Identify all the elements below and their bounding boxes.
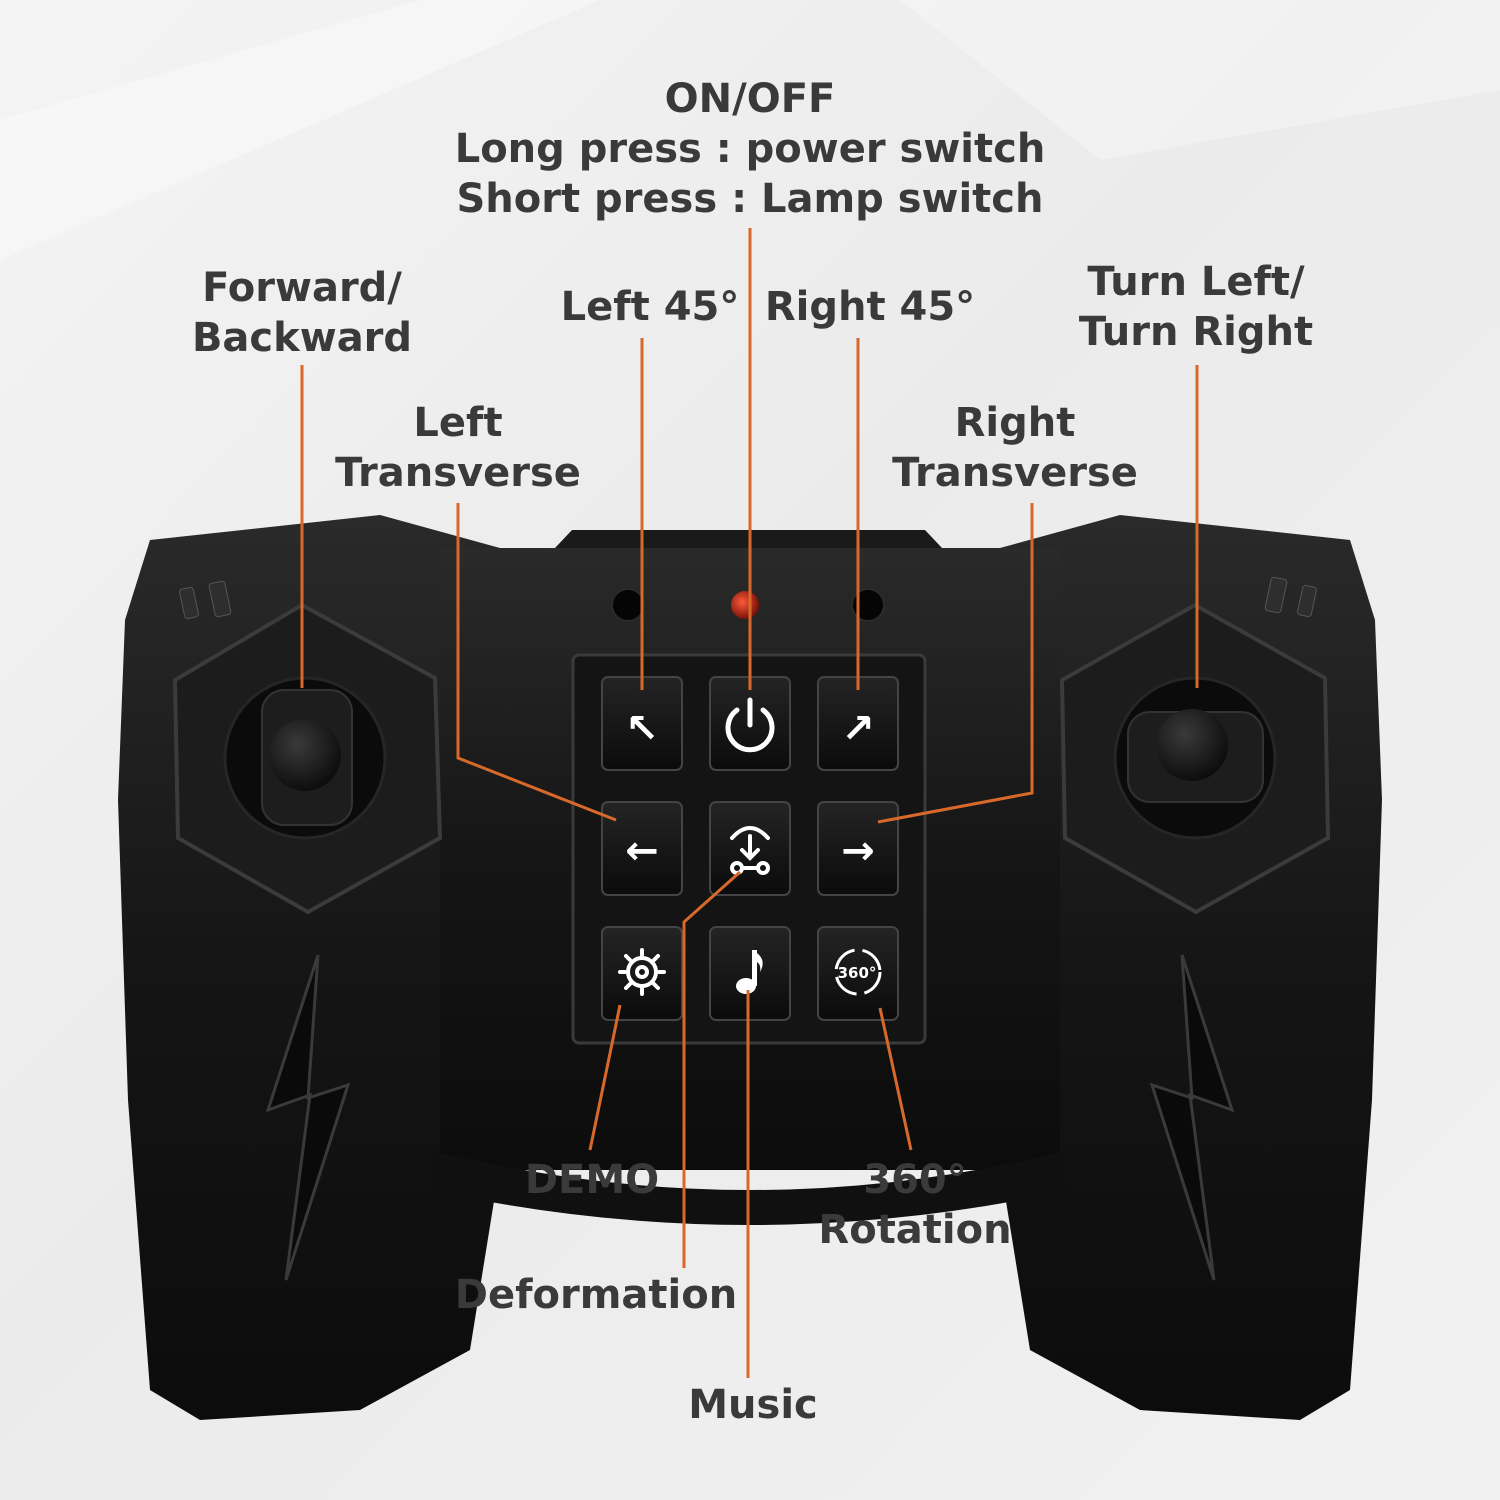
label-right-45: Right 45° [764,284,976,330]
label-music: Music [688,1382,818,1428]
left-45-button[interactable]: ↖ [601,676,683,771]
leader-line-rotation [878,1007,913,1151]
label-right-transverse: Right Transverse [892,400,1138,496]
left-vents [179,580,232,620]
demo-button[interactable] [601,926,683,1021]
indicator-hole-left [611,588,645,622]
label-turn: Turn Left/ Turn Right [1078,259,1314,355]
rotation-360-button[interactable]: 360° [817,926,899,1021]
left-transverse-button[interactable]: ← [601,801,683,896]
leader-line-deformation [682,870,741,1268]
label-deformation: Deformation [454,1272,738,1318]
label-onoff: ON/OFF Long press : power switch Short p… [454,76,1046,222]
indicator-led [731,591,759,619]
label-forward-backward: Forward/ Backward [191,265,413,361]
background-streak [900,0,1500,160]
arrow-right-icon: → [841,828,875,874]
background-streak [0,0,600,260]
label-left-transverse: Left Transverse [335,400,581,496]
left-joystick[interactable] [172,602,443,915]
label-rotation: 360° Rotation [818,1157,1012,1253]
leader-line-demo [588,1004,622,1151]
right-lightning-icon [1149,954,1235,1281]
power-button[interactable] [709,676,791,771]
deformation-button[interactable] [709,801,791,896]
leader-lines [300,228,1199,1378]
svg-text:360°: 360° [838,964,877,982]
arrow-left-icon: ← [625,828,659,874]
music-note-icon [736,950,763,994]
keypad: ↖ ↗ ← [601,676,899,1021]
leader-line-left-transverse [456,503,617,822]
right-joystick[interactable] [1059,602,1331,915]
arrow-up-right-icon: ↗ [841,706,875,752]
left-lightning-icon [265,954,351,1281]
right-45-button[interactable]: ↗ [817,676,899,771]
gear-icon [618,948,666,996]
arrow-up-left-icon: ↖ [625,706,659,752]
leader-line-right-transverse [877,503,1034,824]
indicator-hole-right [851,588,885,622]
music-button[interactable] [709,926,791,1021]
power-icon [725,697,775,753]
right-transverse-button[interactable]: → [817,801,899,896]
right-vents [1264,576,1317,618]
rotation-360-icon: 360° [834,948,882,996]
label-demo: DEMO [524,1157,660,1203]
label-left-45: Left 45° [560,284,740,330]
